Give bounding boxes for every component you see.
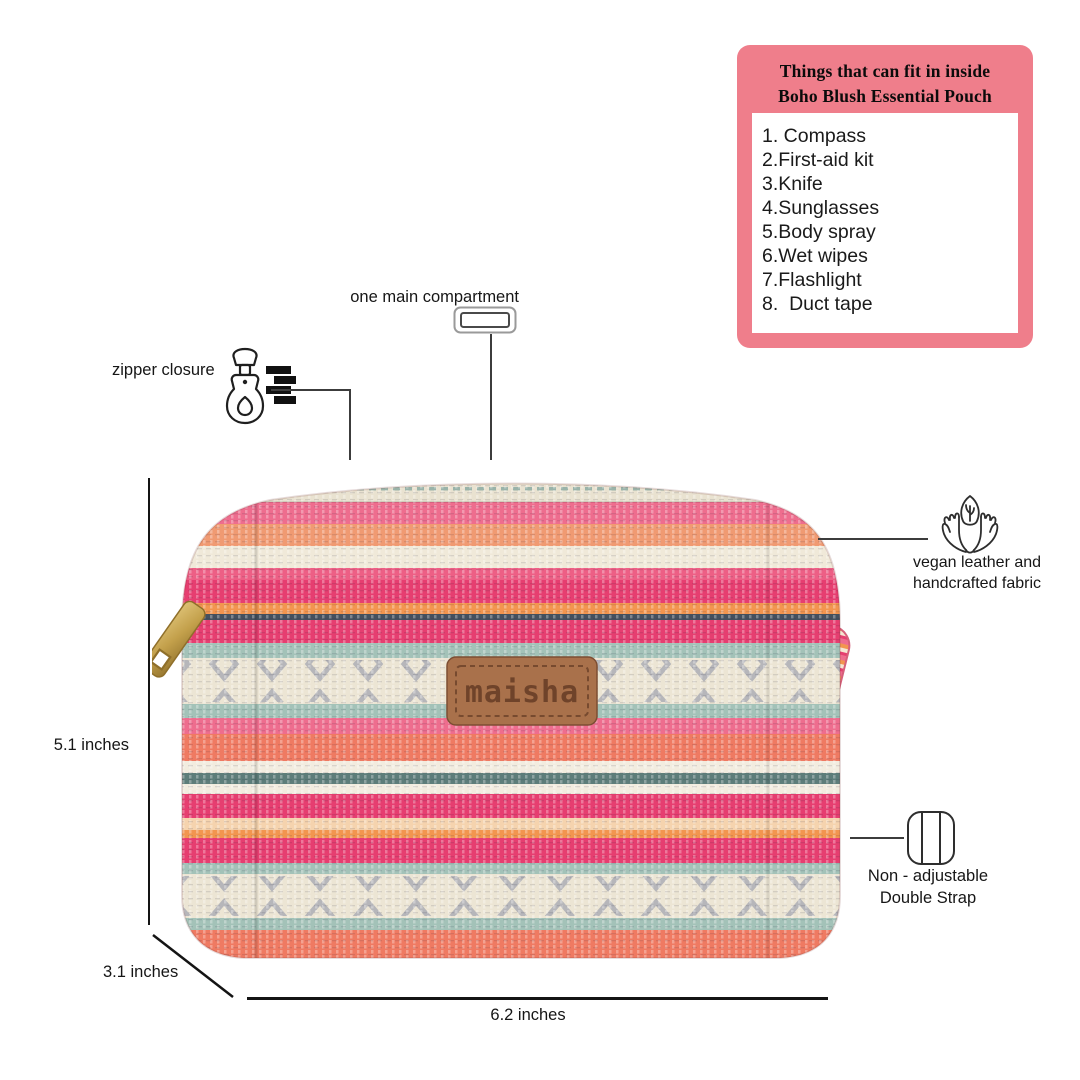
list-item: 5.Body spray <box>762 221 876 243</box>
list-item: 7.Flashlight <box>762 269 862 291</box>
vegan-label-line2: handcrafted fabric <box>912 575 1042 592</box>
pouch-zipper-pull <box>152 600 206 678</box>
compartment-icon <box>453 306 517 334</box>
list-item: 1. Compass <box>762 125 867 147</box>
hands-leaf-icon <box>941 495 999 554</box>
info-card-list-panel: 1. Compass 2.First-aid kit 3.Knife 4.Sun… <box>752 113 1018 333</box>
zipper-connector-line-v <box>349 389 351 460</box>
info-card: Things that can fit in inside Boho Blush… <box>737 45 1033 348</box>
brand-label-text: maisha <box>465 675 579 710</box>
zipper-connector-line-h <box>271 389 351 391</box>
compartment-connector-line <box>490 334 492 460</box>
strap-label-line1: Non - adjustable <box>867 867 989 885</box>
list-item: 3.Knife <box>762 173 823 195</box>
brand-label: maisha <box>446 656 598 726</box>
height-dimension-label: 5.1 inches <box>53 736 129 754</box>
depth-dimension-label: 3.1 inches <box>103 963 179 981</box>
height-dimension-line <box>148 478 150 925</box>
info-card-title-line1: Things that can fit in inside <box>779 61 991 81</box>
zipper-label: zipper closure <box>112 361 215 379</box>
vegan-label-line1: vegan leather and <box>912 554 1042 571</box>
pouch-image: maisha <box>152 482 851 959</box>
strap-connector-line <box>850 837 904 839</box>
list-item: 8. Duct tape <box>762 293 873 315</box>
zipper-icon <box>225 347 296 425</box>
vegan-connector-line <box>818 538 928 540</box>
width-dimension-line <box>247 997 828 1000</box>
list-item: 6.Wet wipes <box>762 245 868 267</box>
strap-label-line2: Double Strap <box>879 889 977 907</box>
strap-label: Non - adjustable Double Strap <box>853 865 1003 909</box>
depth-dimension-line <box>152 934 234 998</box>
strap-icon <box>907 811 955 865</box>
list-item: 2.First-aid kit <box>762 149 874 171</box>
info-card-title-line2: Boho Blush Essential Pouch <box>778 86 992 106</box>
info-card-title: Things that can fit in inside Boho Blush… <box>737 59 1033 109</box>
vegan-label: vegan leather and handcrafted fabric <box>893 552 1061 594</box>
list-item: 4.Sunglasses <box>762 197 880 219</box>
width-dimension-label: 6.2 inches <box>490 1006 566 1024</box>
fit-items-list: 1. Compass 2.First-aid kit 3.Knife 4.Sun… <box>752 113 1018 316</box>
compartment-label: one main compartment <box>350 288 519 306</box>
